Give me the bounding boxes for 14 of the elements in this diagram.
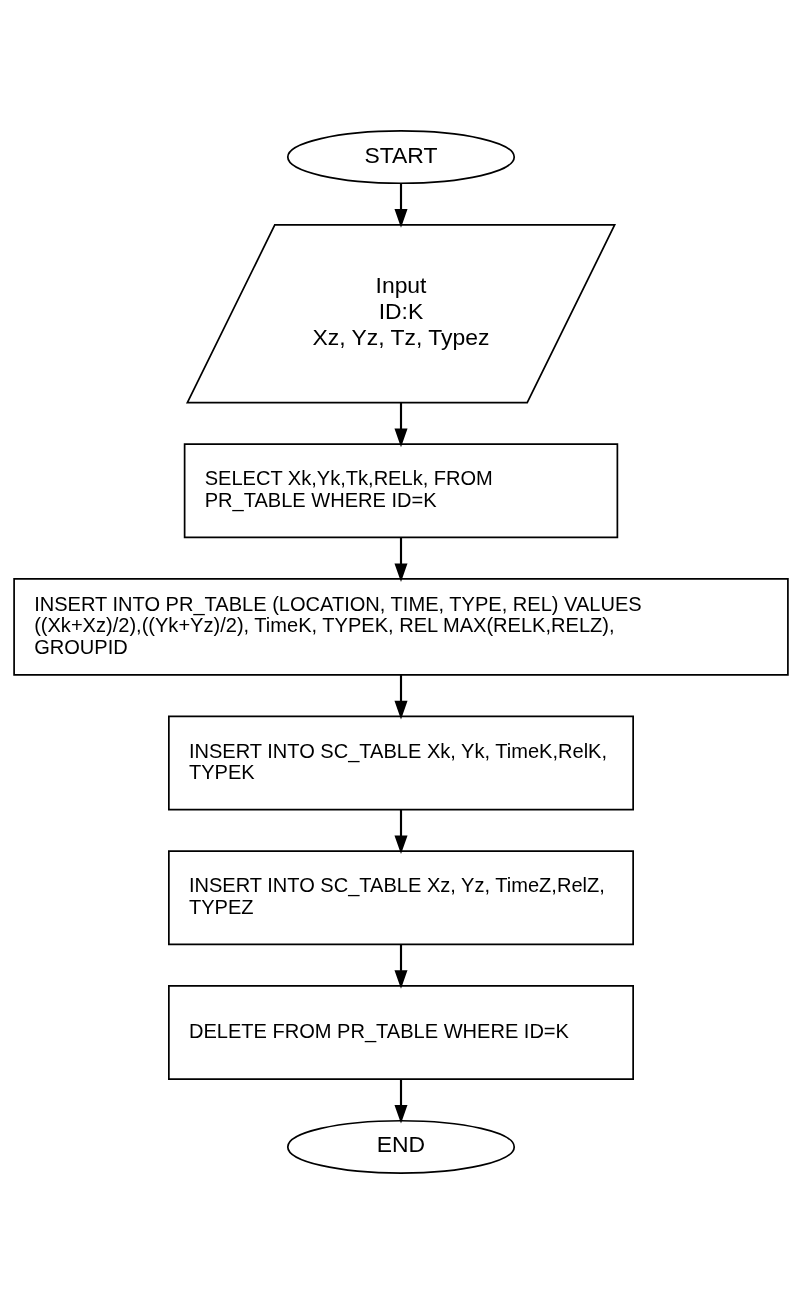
node-box: INSERT INTO SC_TABLE Xk, Yk, TimeK,RelK, TYPEK <box>168 715 634 811</box>
arrow <box>394 944 408 989</box>
node-box: INSERT INTO SC_TABLE Xz, Yz, TimeZ,RelZ, TYPEZ <box>168 850 634 946</box>
arrow <box>394 809 408 855</box>
arrow <box>394 674 408 720</box>
node-ellipse: START <box>286 130 516 185</box>
node-box: DELETE FROM PR_TABLE WHERE ID=K <box>168 985 634 1080</box>
node-ellipse: END <box>286 1119 516 1174</box>
arrow <box>394 402 408 448</box>
arrow <box>394 537 408 583</box>
arrow <box>394 183 408 228</box>
node-box: INSERT INTO PR_TABLE (LOCATION, TIME, TYPE, REL) VALUES ((Xk+Xz)/2),((Yk+Yz)/2), TimeK, TYPEK, REL MAX(RELK,RELZ), GROUPID <box>13 578 789 676</box>
node-box: SELECT Xk,Yk,Tk,RELk, FROM PR_TABLE WHERE ID=K <box>183 443 619 539</box>
arrow <box>394 1079 408 1124</box>
